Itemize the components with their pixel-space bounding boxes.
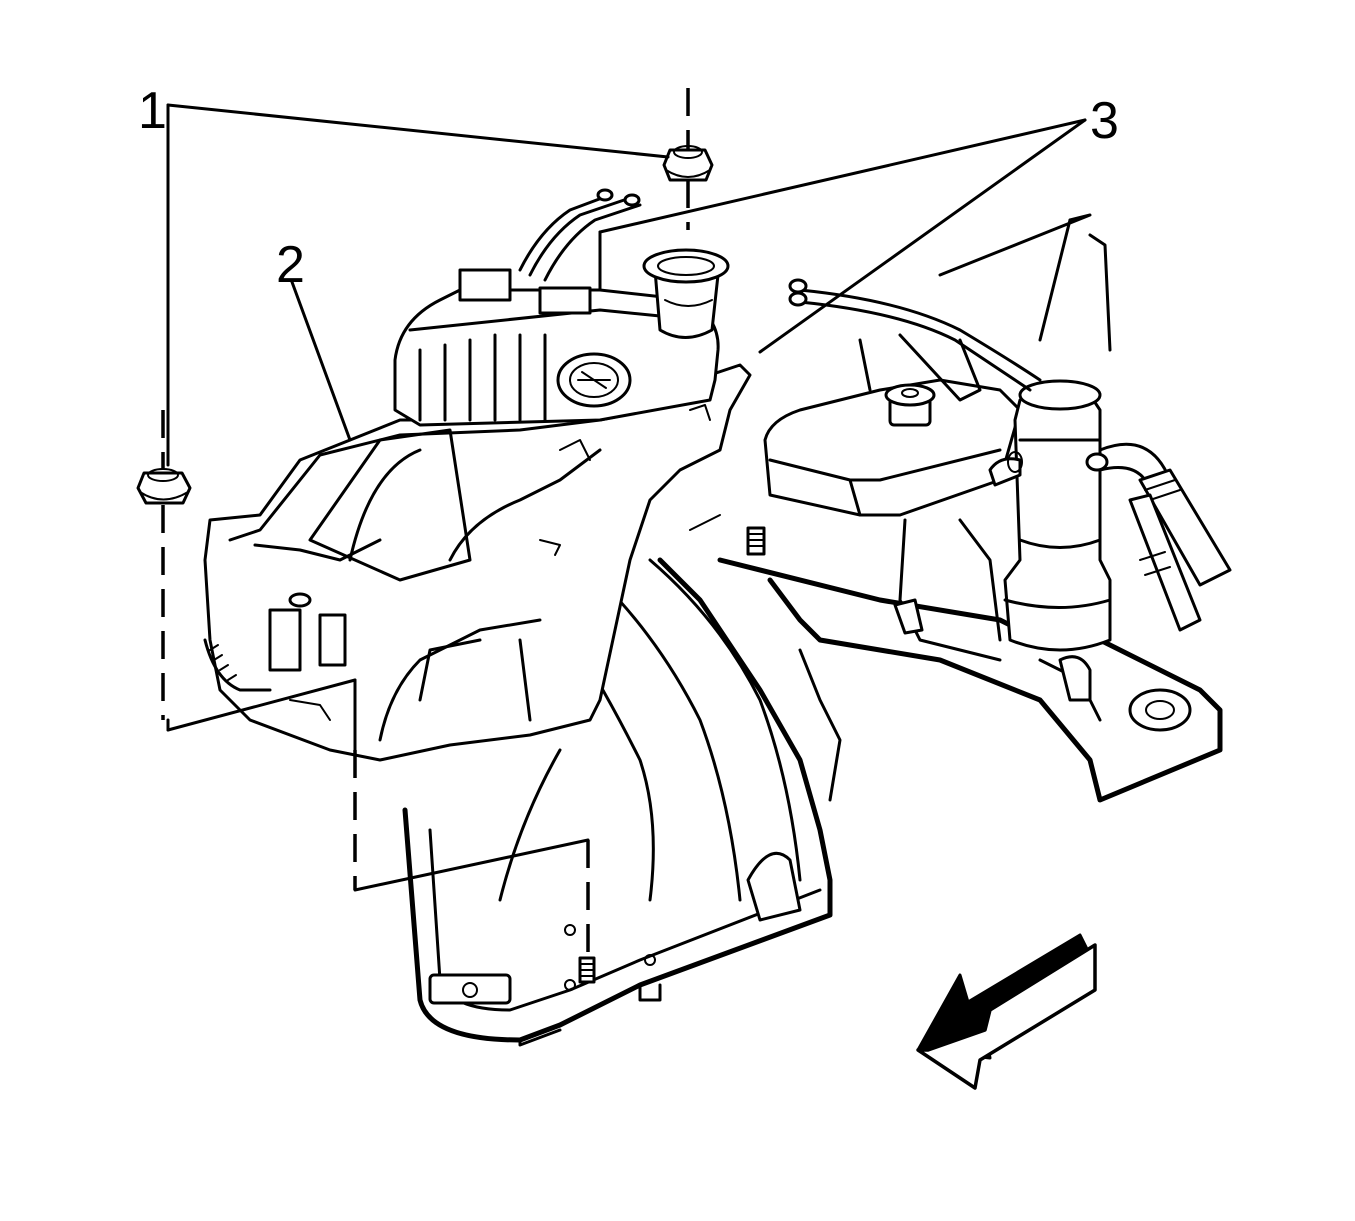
battery-tray (203, 363, 752, 762)
terminal-left (458, 268, 512, 302)
mount-bushing (1128, 688, 1192, 732)
alignment-lines (161, 88, 690, 958)
callout-3-label: 3 (1090, 92, 1119, 150)
fuse-module (268, 608, 302, 672)
lower-stud (578, 956, 596, 984)
fluid-reservoir (763, 333, 1022, 517)
left-nut (136, 468, 192, 505)
front-arrow-icon (916, 933, 1097, 1090)
vehicle-frame (402, 526, 1223, 1047)
booster-assembly (788, 213, 1232, 662)
upper-nut (662, 145, 714, 182)
filler-neck (642, 248, 730, 339)
terminal-right (538, 286, 592, 315)
callout-2-label: 2 (276, 236, 305, 294)
reservoir-stud (746, 526, 766, 556)
leader-lines (166, 103, 1087, 732)
frame-bracket (428, 973, 512, 1005)
callout-1-label: 1 (138, 82, 167, 140)
